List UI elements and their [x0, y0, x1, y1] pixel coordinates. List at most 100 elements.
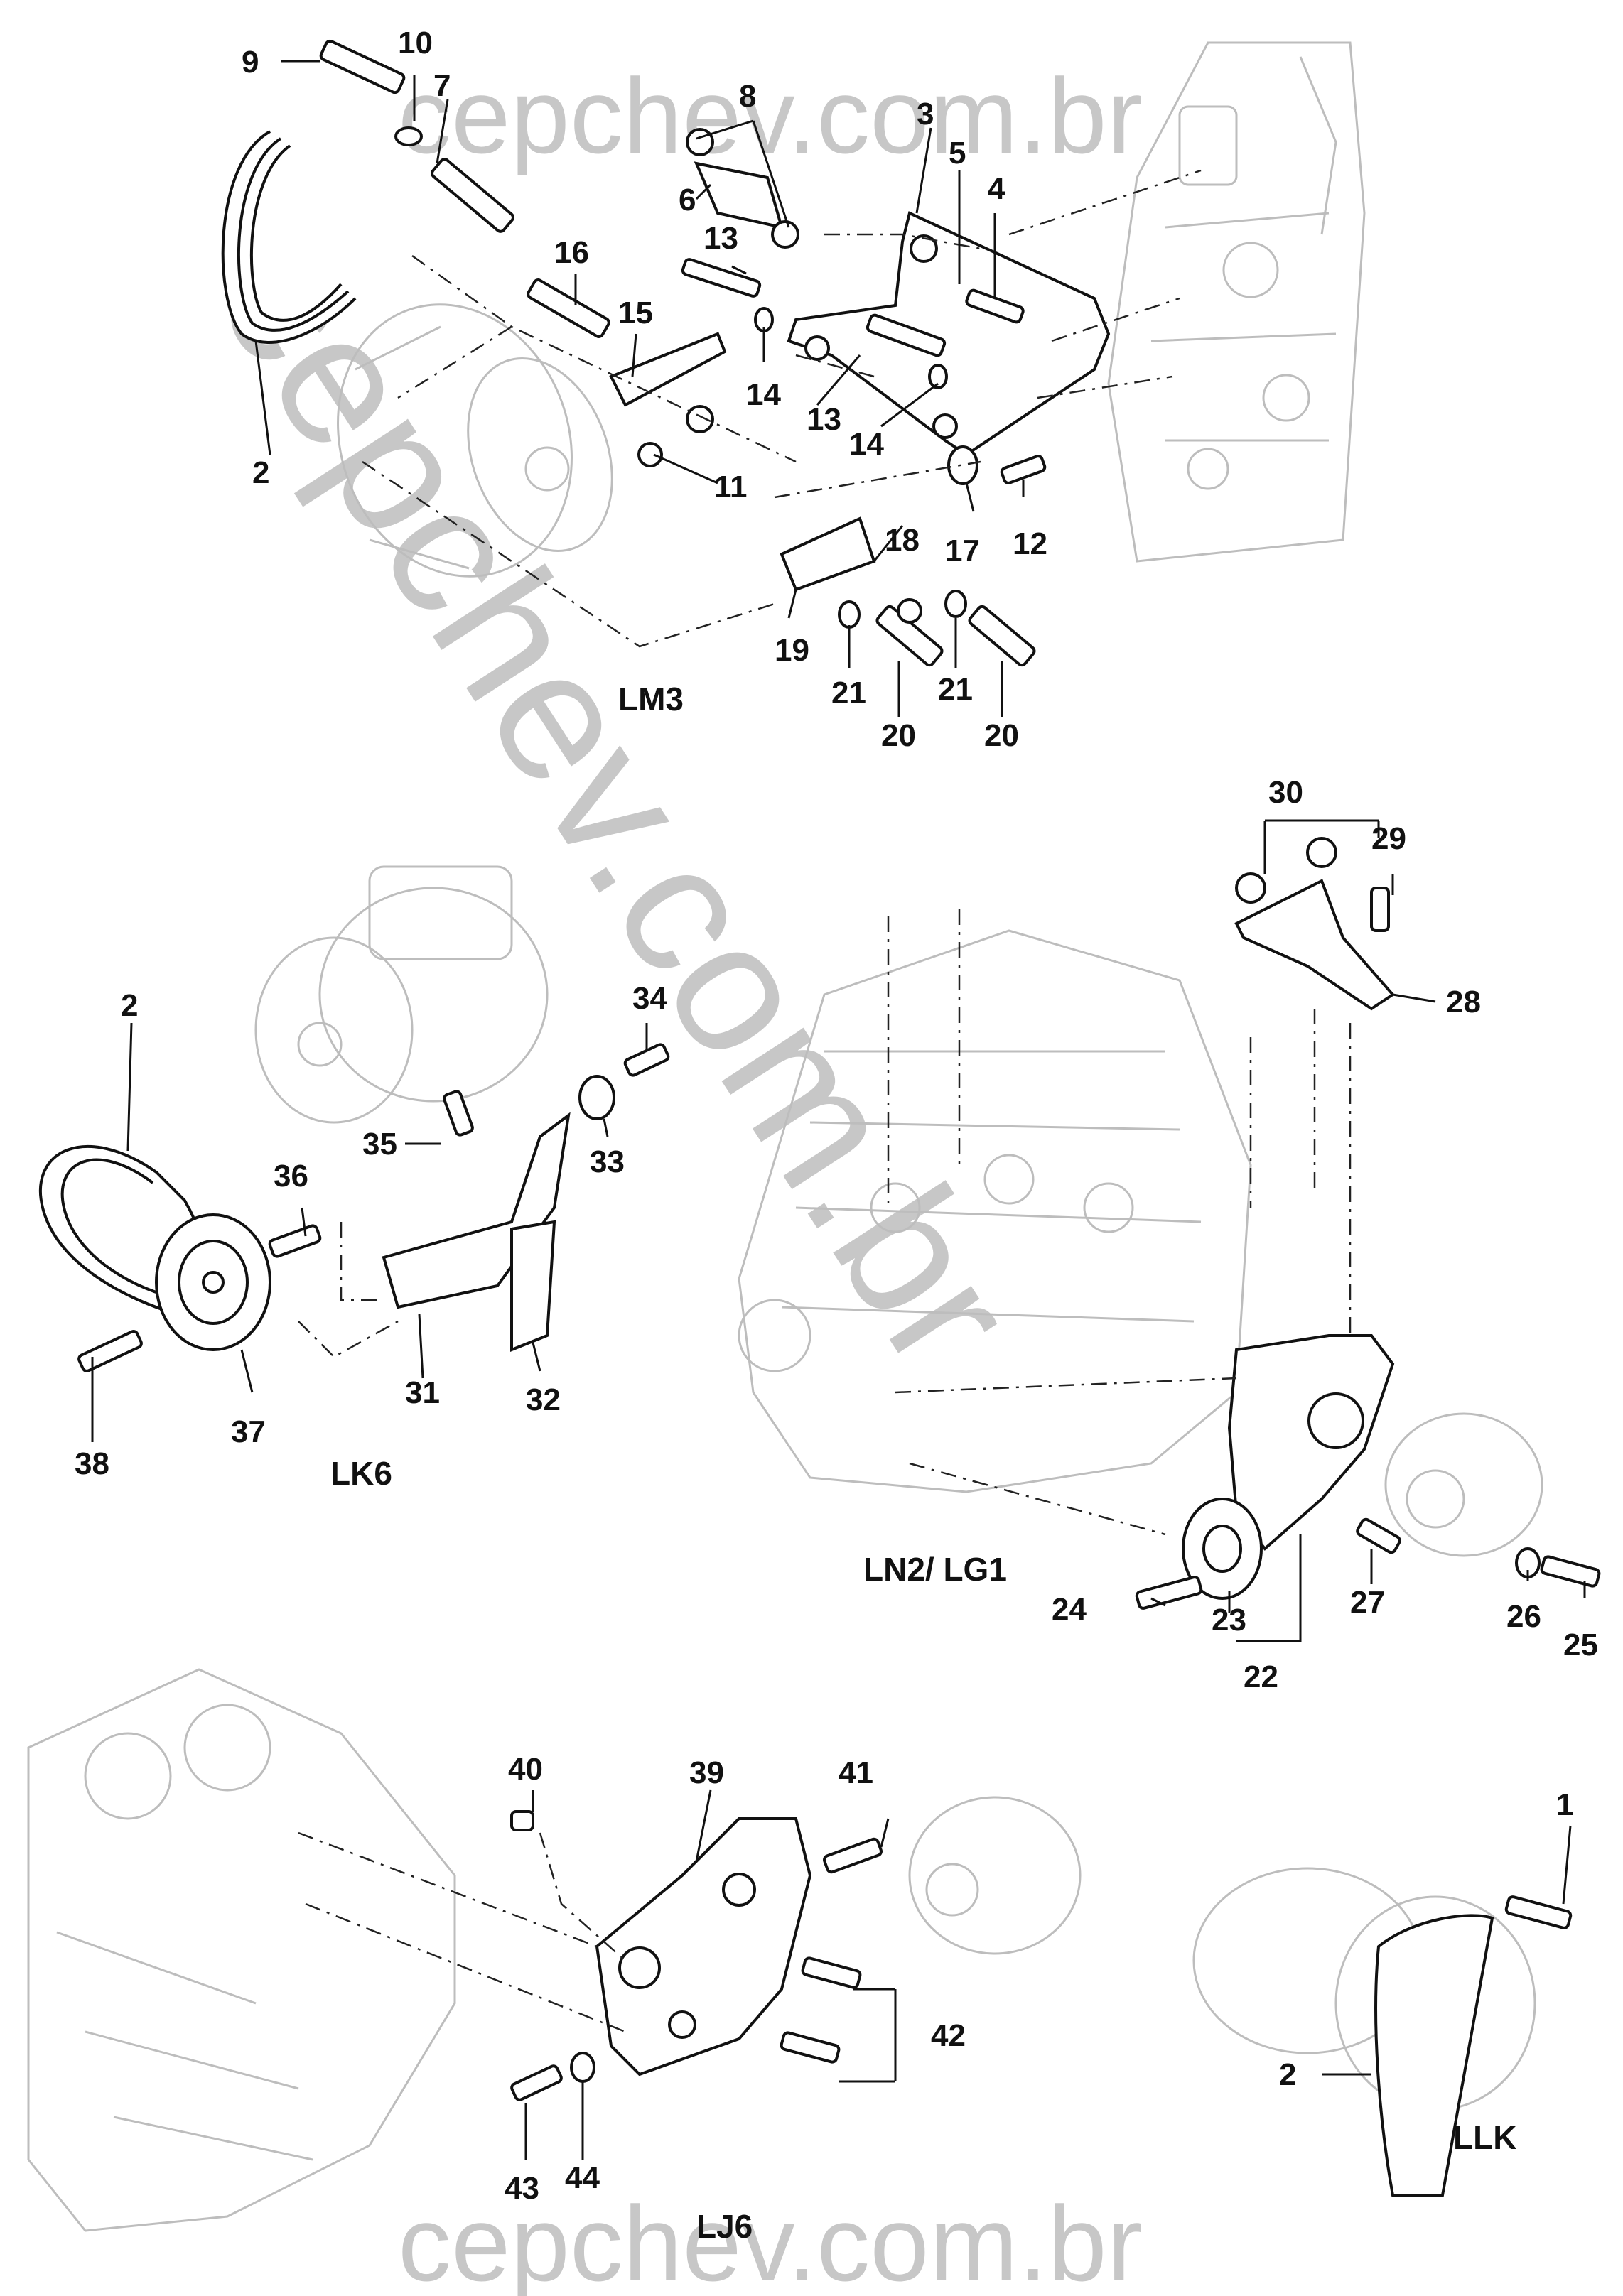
belt-lk6-inner — [60, 1158, 171, 1298]
callouts-ln2-lg1: 30 29 28 24 23 27 26 25 22 — [1052, 775, 1598, 1694]
callout-llk-2: 2 — [1279, 2057, 1296, 2092]
compressor-bracket — [787, 211, 1111, 457]
variant-label-lj6: LJ6 — [696, 2208, 753, 2245]
bolt-43 — [510, 2064, 563, 2101]
callout-1: 1 — [1556, 1787, 1573, 1822]
nut-30 — [1235, 837, 1337, 904]
bolt-27 — [1356, 1517, 1401, 1554]
callout-12: 12 — [1013, 526, 1047, 561]
callout-41: 41 — [839, 1755, 873, 1790]
callout-15: 15 — [618, 296, 653, 330]
spacer-33 — [578, 1075, 615, 1120]
washer-44 — [570, 2052, 595, 2083]
callout-28: 28 — [1446, 985, 1481, 1019]
lower-brace — [780, 516, 876, 592]
callout-11: 11 — [714, 470, 748, 504]
callout-33: 33 — [590, 1144, 625, 1179]
bolt-16 — [527, 278, 610, 338]
variant-label-lm3: LM3 — [618, 681, 684, 718]
watermark-bottom: cepchev.com.br — [398, 2184, 1143, 2296]
bracket-hole — [932, 413, 958, 439]
callout-42: 42 — [931, 2018, 966, 2053]
washer-10 — [394, 126, 423, 146]
bolt-34 — [623, 1043, 670, 1077]
bolt-4 — [965, 288, 1025, 324]
support-bracket — [510, 1220, 556, 1352]
callout-13b: 13 — [807, 402, 841, 437]
bolt-13b — [866, 313, 947, 357]
bolt-20b — [968, 605, 1036, 667]
callout-43: 43 — [505, 2171, 539, 2206]
bolt-1 — [1504, 1895, 1573, 1929]
callout-30: 30 — [1268, 775, 1303, 810]
section-lj6 — [27, 1668, 1082, 2232]
lm3-compressor — [337, 303, 613, 578]
tensioner-bracket — [382, 1112, 571, 1309]
bolt-9 — [319, 39, 406, 94]
assembly-line — [298, 1222, 399, 1358]
callouts-lm3: 9 10 7 8 3 5 4 6 13 16 15 14 13 14 2 11 … — [242, 26, 1047, 753]
callout-32: 32 — [526, 1382, 561, 1417]
bolt-41 — [822, 1837, 883, 1874]
bolt-7 — [431, 158, 514, 233]
variant-label-ln2-lg1: LN2/ LG1 — [863, 1551, 1007, 1588]
bracket-hole — [668, 2010, 696, 2039]
callout-3: 3 — [917, 97, 934, 131]
idler-pulley — [155, 1213, 271, 1351]
assembly-line — [895, 1023, 1352, 1536]
lj6-bracket — [595, 1817, 812, 2076]
callout-7: 7 — [433, 68, 451, 103]
section-llk — [1192, 1867, 1573, 2197]
variant-label-llk: LLK — [1453, 2119, 1516, 2156]
callout-39: 39 — [689, 1755, 724, 1790]
callout-9: 9 — [242, 45, 259, 80]
callout-13: 13 — [703, 221, 738, 256]
pulley-23 — [1182, 1498, 1263, 1600]
compressor-mount-bracket — [1227, 1334, 1395, 1551]
bolt-35 — [443, 1090, 474, 1137]
bolt-20a — [875, 605, 944, 667]
variant-label-lk6: LK6 — [330, 1455, 392, 1492]
callout-25: 25 — [1563, 1628, 1598, 1662]
callout-23: 23 — [1212, 1603, 1246, 1637]
callout-21b: 21 — [938, 672, 973, 707]
belt — [221, 130, 357, 344]
bolt-13a — [681, 258, 762, 298]
assembly-line — [362, 254, 981, 648]
callout-31: 31 — [405, 1375, 440, 1410]
callout-lk6-2: 2 — [121, 988, 138, 1023]
bracket-hole — [1307, 1392, 1364, 1449]
callouts-llk: 1 2 — [1279, 1787, 1573, 2092]
callout-27: 27 — [1350, 1585, 1385, 1620]
callout-17: 17 — [945, 534, 980, 568]
callout-37: 37 — [231, 1414, 266, 1449]
callout-29: 29 — [1371, 821, 1406, 856]
callout-44: 44 — [565, 2160, 600, 2195]
callout-21: 21 — [831, 676, 866, 710]
callout-40: 40 — [508, 1752, 543, 1787]
bolt-42b — [780, 2031, 841, 2064]
callouts-lj6: 40 39 41 42 43 44 — [505, 1752, 966, 2206]
spacer-17 — [947, 445, 978, 485]
callout-20: 20 — [881, 718, 916, 753]
bracket-hole — [910, 234, 938, 263]
callout-10: 10 — [398, 26, 433, 60]
callout-16: 16 — [554, 235, 589, 270]
nut-18 — [897, 598, 922, 624]
bolt-25 — [1540, 1555, 1601, 1588]
upper-brace — [609, 332, 727, 407]
callout-8: 8 — [739, 79, 756, 114]
washer-14 — [754, 307, 948, 389]
callout-22: 22 — [1244, 1659, 1278, 1694]
callout-5: 5 — [949, 136, 966, 170]
callout-19: 19 — [775, 633, 809, 668]
callouts-lk6: 2 34 35 33 36 31 32 38 37 — [75, 981, 667, 1481]
callout-34: 34 — [632, 981, 667, 1016]
callout-2: 2 — [252, 455, 269, 490]
assembly-line — [298, 1831, 626, 2033]
bolt-38 — [77, 1330, 143, 1372]
callout-24: 24 — [1052, 1592, 1087, 1627]
dowel-40 — [510, 1810, 534, 1831]
section-ln2-lg1 — [738, 837, 1601, 1610]
